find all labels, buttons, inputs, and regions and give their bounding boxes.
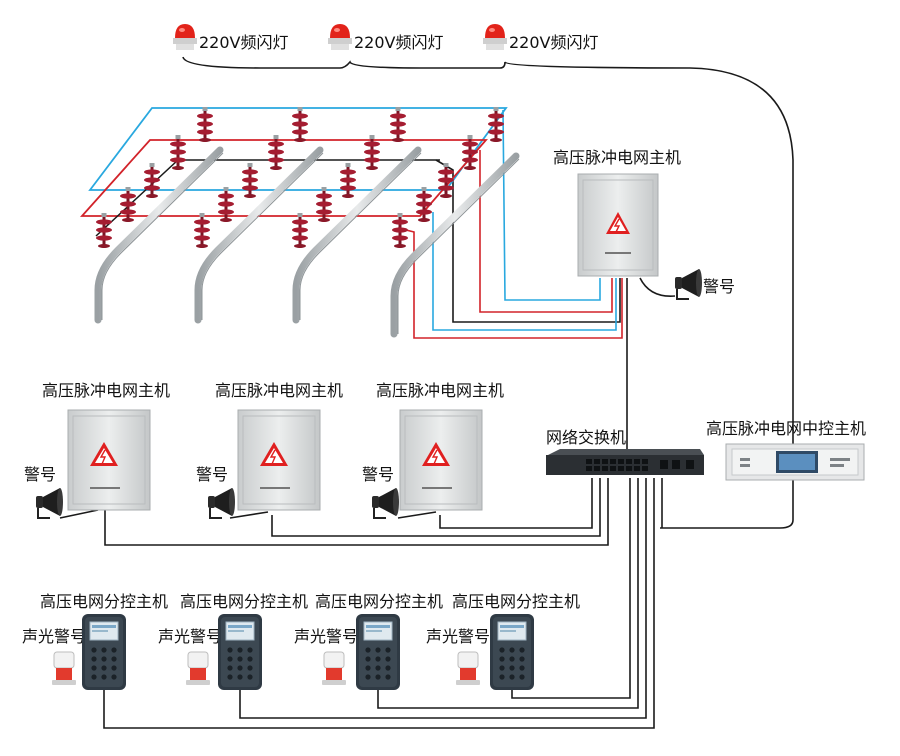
host-3: 高压脉冲电网主机 警号 — [362, 381, 504, 519]
keypad-controller-icon — [489, 613, 535, 691]
switch-label: 网络交换机 — [546, 428, 626, 447]
fence-red-wire-2 — [397, 227, 623, 339]
alarm-label: 声光警号 — [294, 627, 358, 646]
fence-poles — [94, 146, 520, 338]
host-2: 高压脉冲电网主机 警号 — [196, 381, 343, 519]
alarm-label: 声光警号 — [22, 627, 86, 646]
horn-icon — [207, 487, 236, 519]
wires — [59, 56, 794, 729]
strobe-lamp-3: 220V频闪灯 — [483, 24, 599, 52]
host3-switch-wire — [439, 478, 593, 529]
fence-blue-loop — [88, 107, 508, 191]
sound-light-alarm-icon — [321, 651, 347, 686]
sub-controller-2: 高压电网分控主机 声光警号 — [158, 592, 308, 691]
sound-light-alarm-icon — [51, 651, 77, 686]
sub-controller-label: 高压电网分控主机 — [40, 592, 168, 611]
sub2-switch-wire — [239, 478, 647, 719]
host2-switch-wire — [271, 478, 601, 537]
fence-blue-wire-2 — [432, 212, 617, 331]
top-host-horn-label: 警号 — [703, 277, 735, 296]
fence-poles-shade — [101, 152, 520, 334]
top-host-horn-icon — [674, 268, 703, 300]
central-host: 高压脉冲电网中控主机 — [706, 419, 866, 481]
host-label: 高压脉冲电网主机 — [215, 381, 343, 400]
strobe-lamp-1: 220V频闪灯 — [173, 24, 289, 52]
top-horn-wire — [639, 277, 676, 297]
electric-fence — [79, 107, 520, 338]
fence-blue-wire-1 — [502, 109, 601, 301]
host-1: 高压脉冲电网主机 警号 — [24, 381, 170, 519]
central-host-label: 高压脉冲电网中控主机 — [706, 419, 866, 438]
keypad-controller-icon — [355, 613, 401, 691]
horn-icon — [35, 487, 64, 519]
horn-label: 警号 — [196, 465, 228, 484]
sub-controller-1: 高压电网分控主机 声光警号 — [22, 592, 168, 691]
sound-light-alarm-icon — [455, 651, 481, 686]
strobe-lamps: 220V频闪灯 220V频闪灯 220V频闪灯 — [173, 24, 599, 52]
strobe-lamp-label: 220V频闪灯 — [354, 33, 444, 52]
strobe-lamp-2: 220V频闪灯 — [328, 24, 444, 52]
horn-label: 警号 — [362, 465, 394, 484]
sub3-switch-wire — [377, 478, 639, 709]
keypad-controller-icon — [217, 613, 263, 691]
host1-switch-wire — [104, 478, 609, 546]
top-host-label: 高压脉冲电网主机 — [553, 148, 681, 167]
sub-controller-3: 高压电网分控主机 声光警号 — [294, 592, 443, 691]
sound-light-alarm-icon — [185, 651, 211, 686]
horn2-wire — [229, 511, 269, 519]
network-switch: 网络交换机 — [546, 428, 704, 475]
sub-controller-label: 高压电网分控主机 — [315, 592, 443, 611]
horn1-wire — [59, 509, 99, 519]
alarm-label: 声光警号 — [158, 627, 222, 646]
switch-body — [546, 455, 704, 475]
host-label: 高压脉冲电网主机 — [376, 381, 504, 400]
fence-red-loop — [79, 139, 488, 217]
alarm-label: 声光警号 — [426, 627, 490, 646]
fence-red-wire-1 — [479, 150, 613, 313]
sub-controller-label: 高压电网分控主机 — [452, 592, 580, 611]
sub-controller-label: 高压电网分控主机 — [180, 592, 308, 611]
sub-controller-4: 高压电网分控主机 声光警号 — [426, 592, 580, 691]
sub4-switch-wire — [511, 478, 631, 699]
top-host: 高压脉冲电网主机 警号 — [553, 148, 735, 300]
host-label: 高压脉冲电网主机 — [42, 381, 170, 400]
strobe-lamp-label: 220V频闪灯 — [199, 33, 289, 52]
horn-label: 警号 — [24, 465, 56, 484]
keypad-controller-icon — [81, 613, 127, 691]
sub1-switch-wire — [103, 478, 655, 729]
horn3-wire — [397, 511, 437, 519]
lamp-power-wire — [182, 56, 794, 529]
horn-icon — [371, 487, 400, 519]
strobe-lamp-label: 220V频闪灯 — [509, 33, 599, 52]
